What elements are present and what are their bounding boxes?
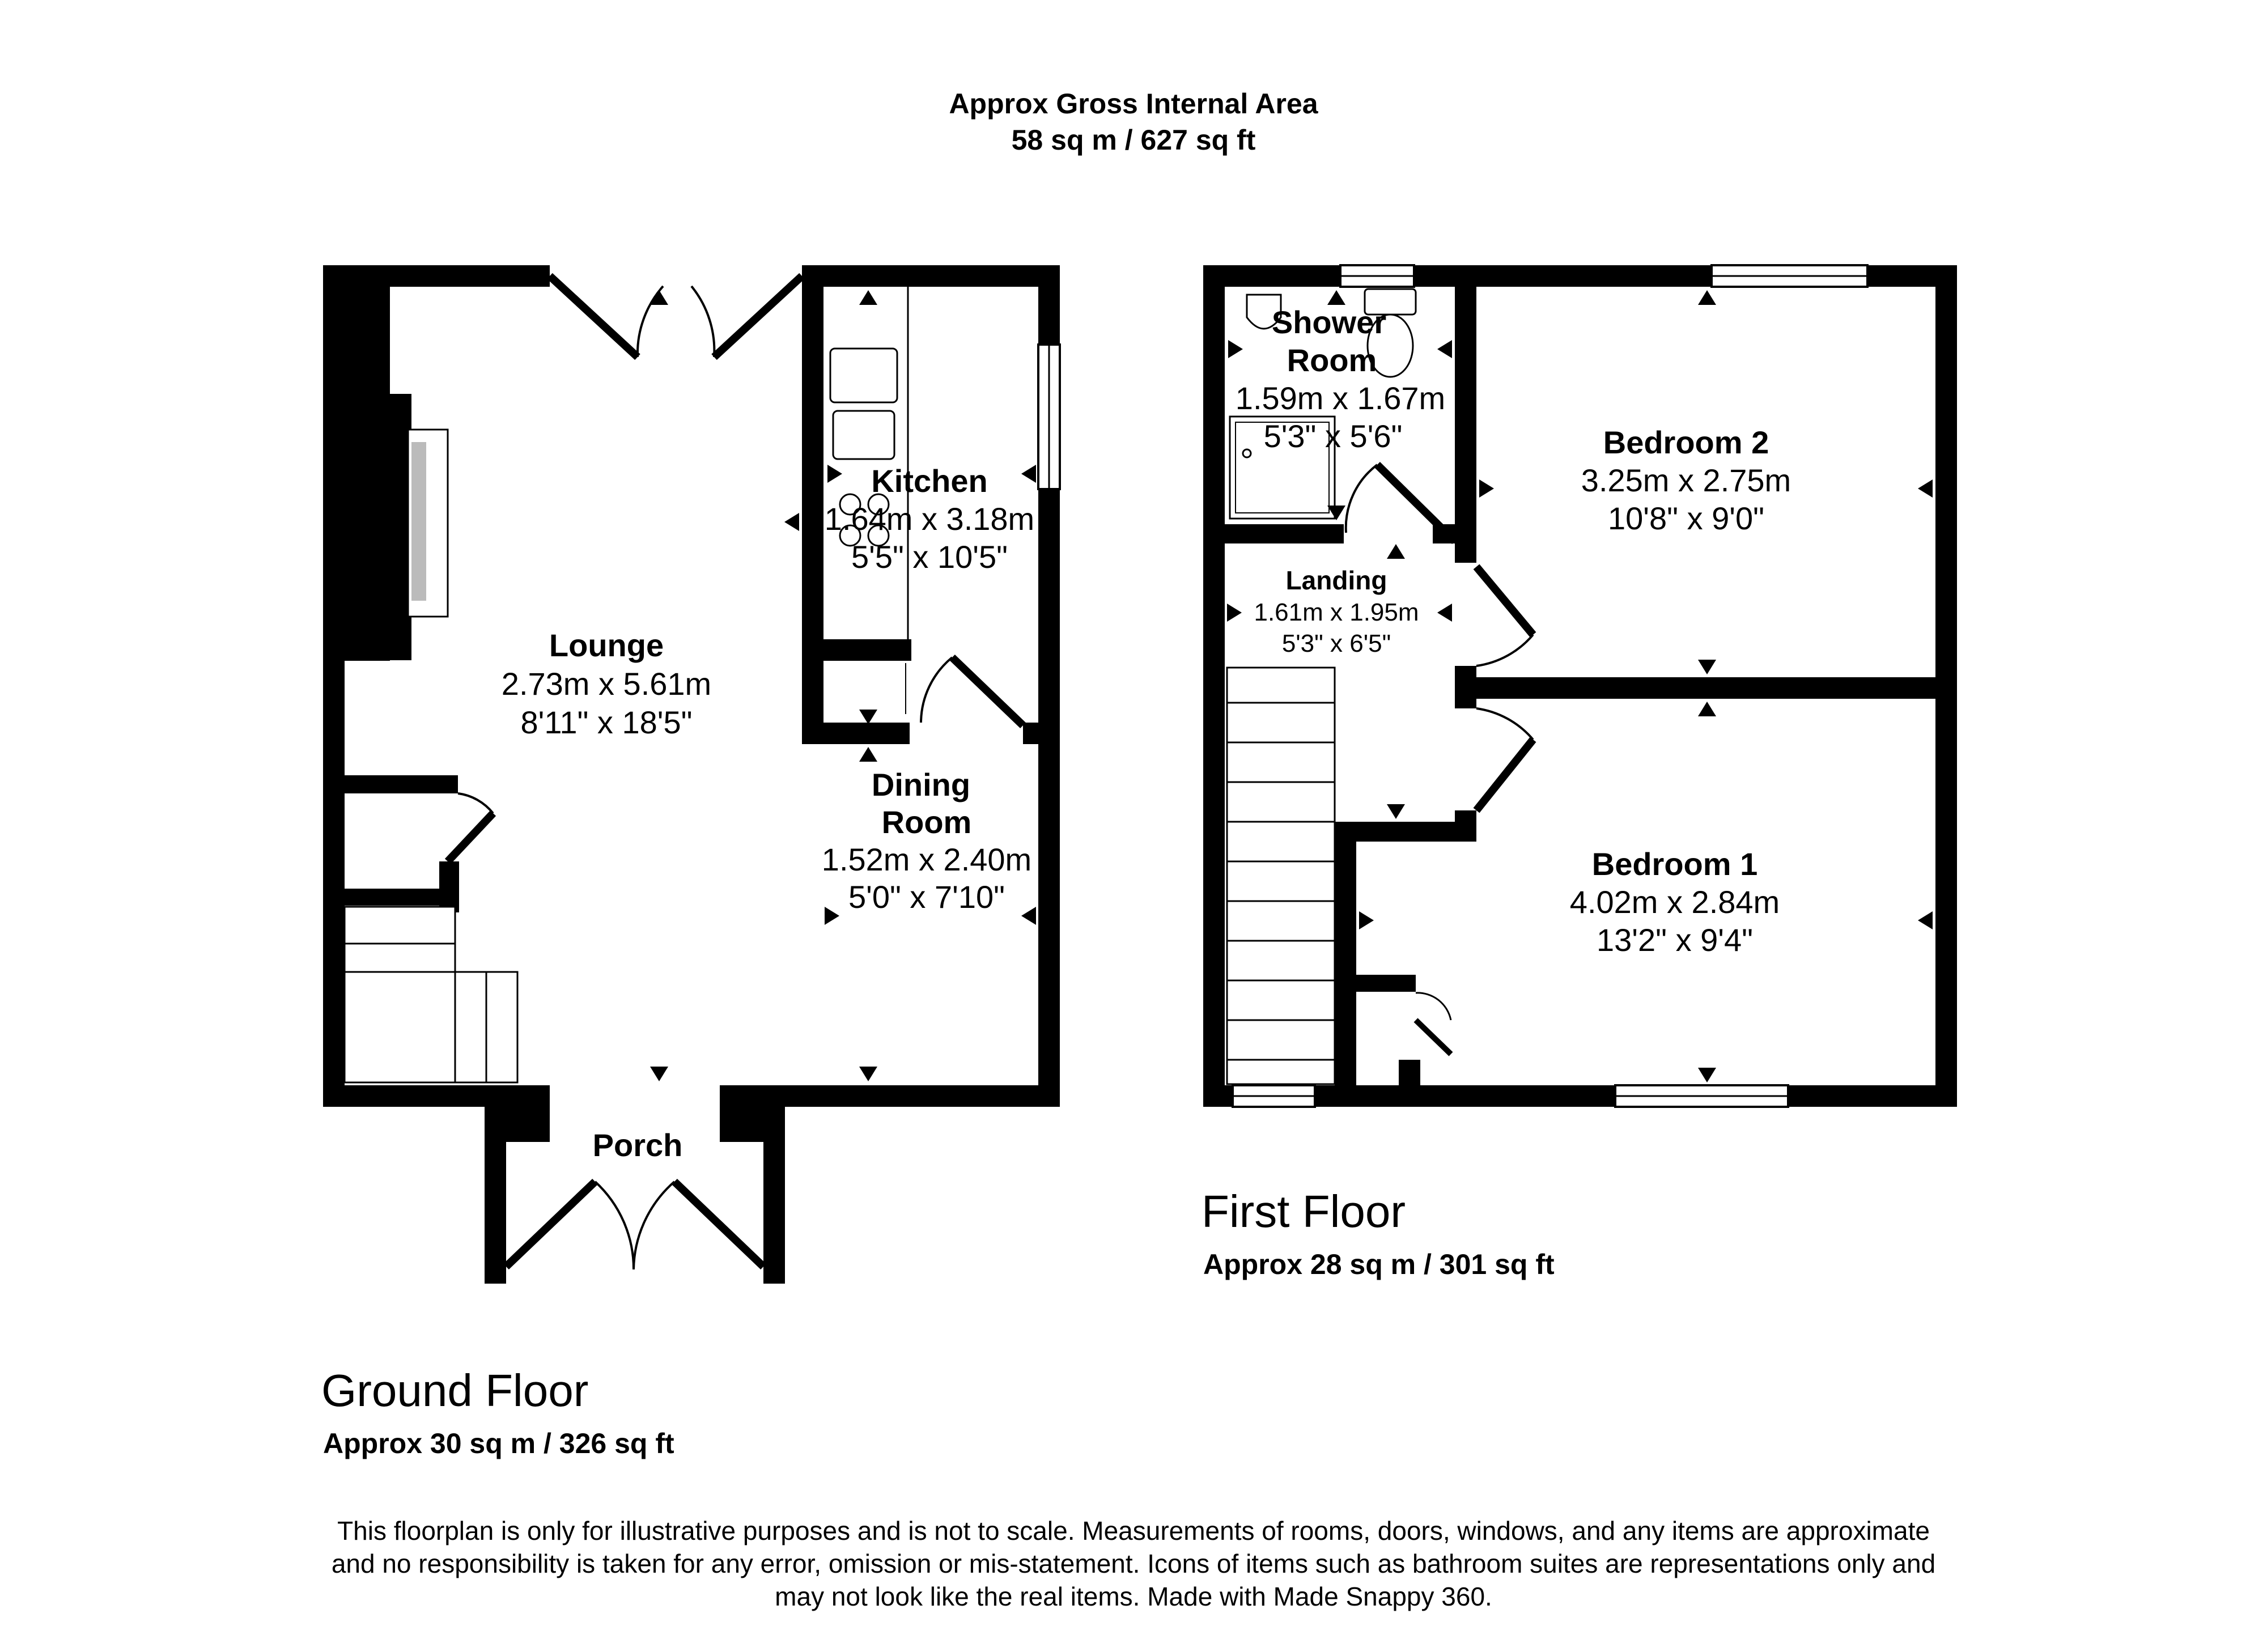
dining-metric: 1.52m x 2.40m bbox=[822, 842, 1031, 877]
dining-name-line2: Room bbox=[882, 804, 972, 840]
first-floor-plan: Shower Room 1.59m x 1.67m 5'3" x 5'6" La… bbox=[1203, 264, 1957, 1108]
first-floor-title: First Floor bbox=[1202, 1186, 1406, 1237]
shower-fittings bbox=[1229, 288, 1417, 520]
lounge-metric: 2.73m x 5.61m bbox=[502, 666, 711, 702]
ground-floor-plan: Lounge 2.73m x 5.61m 8'11" x 18'5" Kitch… bbox=[323, 265, 1061, 1284]
bedroom2-imperial: 10'8" x 9'0" bbox=[1608, 500, 1764, 536]
disclaimer-line3: may not look like the real items. Made w… bbox=[775, 1582, 1492, 1611]
first-floor-stairs bbox=[1226, 666, 1336, 1085]
ground-dimension-arrows bbox=[650, 290, 1036, 1081]
bedroom2-metric: 3.25m x 2.75m bbox=[1581, 462, 1791, 498]
bedroom2-name: Bedroom 2 bbox=[1603, 424, 1769, 460]
first-floor-area: Approx 28 sq m / 301 sq ft bbox=[1203, 1248, 1555, 1280]
disclaimer-line2: and no responsibility is taken for any e… bbox=[331, 1549, 1936, 1578]
dining-name-line1: Dining bbox=[872, 767, 970, 802]
lounge-name: Lounge bbox=[549, 627, 664, 663]
bedroom1-name: Bedroom 1 bbox=[1592, 846, 1758, 882]
kitchen-metric: 1.64m x 3.18m bbox=[825, 501, 1034, 537]
dining-imperial: 5'0" x 7'10" bbox=[848, 879, 1005, 915]
kitchen-name: Kitchen bbox=[871, 463, 987, 499]
ground-doors bbox=[444, 273, 1026, 1270]
first-floor-walls bbox=[1203, 265, 1957, 1107]
bedroom1-imperial: 13'2" x 9'4" bbox=[1597, 922, 1753, 958]
shower-imperial: 5'3" x 5'6" bbox=[1264, 418, 1403, 454]
disclaimer-line1: This floorplan is only for illustrative … bbox=[337, 1516, 1930, 1545]
landing-imperial: 5'3" x 6'5" bbox=[1282, 630, 1391, 657]
ground-floor-area: Approx 30 sq m / 326 sq ft bbox=[323, 1428, 674, 1459]
ground-stairs bbox=[343, 906, 519, 1084]
porch-name: Porch bbox=[593, 1127, 683, 1163]
shower-name-line2: Room bbox=[1287, 342, 1377, 378]
bedroom1-metric: 4.02m x 2.84m bbox=[1570, 884, 1780, 920]
gross-area-value: 58 sq m / 627 sq ft bbox=[1011, 124, 1256, 156]
first-floor-doors bbox=[1344, 462, 1536, 1056]
landing-metric: 1.61m x 1.95m bbox=[1254, 598, 1419, 626]
lounge-imperial: 8'11" x 18'5" bbox=[521, 704, 693, 740]
ground-floor-walls bbox=[323, 265, 1060, 1284]
shower-name-line1: Shower bbox=[1272, 304, 1386, 340]
kitchen-fittings bbox=[829, 287, 909, 714]
first-floor-windows bbox=[1232, 264, 1869, 1108]
gross-area-title: Approx Gross Internal Area bbox=[949, 88, 1318, 120]
shower-metric: 1.59m x 1.67m bbox=[1236, 380, 1445, 416]
first-floor-dimension-arrows bbox=[1227, 290, 1933, 1082]
landing-name: Landing bbox=[1286, 566, 1387, 595]
ground-floor-title: Ground Floor bbox=[321, 1365, 589, 1416]
disclaimer: This floorplan is only for illustrative … bbox=[255, 1514, 2012, 1613]
kitchen-imperial: 5'5" x 10'5" bbox=[851, 539, 1008, 575]
